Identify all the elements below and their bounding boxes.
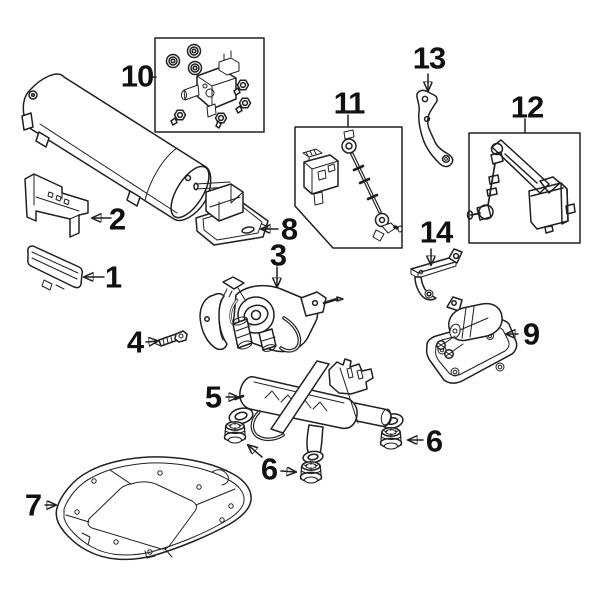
part-drawing-6-bushing-center[interactable] [299, 461, 323, 484]
part-drawing-3-compressor[interactable] [199, 276, 344, 353]
callout-14[interactable]: 14 [419, 214, 453, 250]
inset-box-12 [468, 132, 581, 244]
callout-12[interactable]: 12 [510, 89, 544, 125]
part-drawing-2-bracket[interactable] [24, 173, 89, 238]
callout-2[interactable]: 2 [108, 201, 126, 237]
part-drawing-11-height-sensor[interactable] [302, 129, 403, 242]
callout-9[interactable]: 9 [522, 316, 540, 352]
part-drawing-6-bushing-right[interactable] [379, 427, 403, 450]
part-drawing-6-bushing-left[interactable] [223, 421, 247, 444]
part-drawing-air-tank[interactable] [21, 73, 231, 223]
part-drawing-5-crossmember[interactable] [227, 358, 404, 464]
part-drawing-14-bracket[interactable] [410, 248, 463, 301]
callout-10[interactable]: 10 [120, 58, 154, 94]
callout-6-lower[interactable]: 6 [260, 451, 278, 487]
callout-13[interactable]: 13 [412, 40, 446, 76]
part-drawing-7-skid-plate[interactable] [55, 456, 252, 561]
inset-box-10 [154, 37, 265, 133]
part-drawing-1-cover[interactable] [27, 245, 83, 291]
callout-8[interactable]: 8 [280, 211, 298, 247]
callout-4[interactable]: 4 [126, 324, 144, 360]
callout-5[interactable]: 5 [204, 379, 222, 415]
callout-11[interactable]: 11 [333, 85, 366, 121]
part-drawing-8-bracket[interactable] [195, 183, 269, 246]
callout-6-right[interactable]: 6 [425, 423, 443, 459]
part-drawing-9-pump[interactable] [425, 296, 518, 384]
callout-3[interactable]: 3 [269, 237, 287, 273]
part-drawing-10-valve-kit[interactable] [165, 43, 252, 129]
callout-arrows [44, 73, 526, 505]
callout-1[interactable]: 1 [104, 259, 122, 295]
part-drawing-13-bracket[interactable] [416, 89, 454, 168]
part-drawing-4-screw[interactable] [153, 330, 188, 347]
inset-box-11 [294, 126, 403, 249]
part-drawing-12-height-sensor-highlighted[interactable] [466, 139, 576, 234]
callout-7[interactable]: 7 [24, 487, 42, 523]
